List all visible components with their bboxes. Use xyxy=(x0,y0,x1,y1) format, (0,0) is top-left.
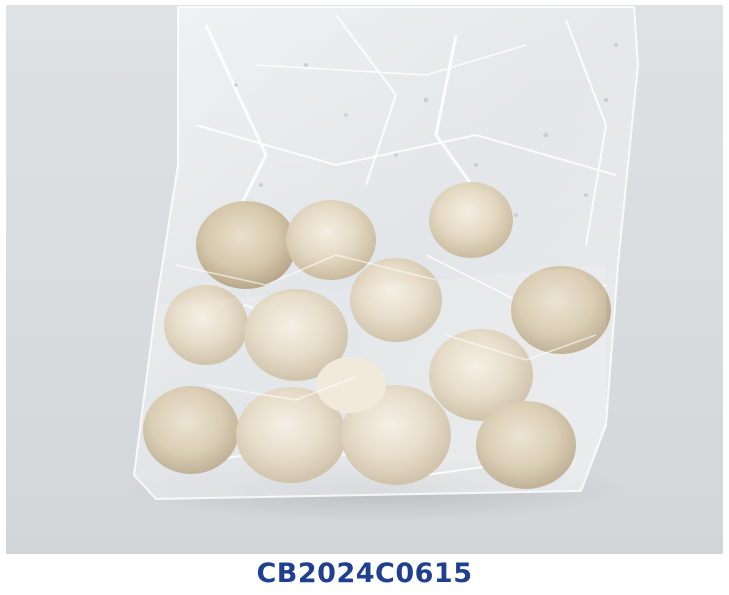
condensation-droplets xyxy=(234,43,618,217)
product-photo xyxy=(6,5,723,554)
food-pieces xyxy=(143,182,611,489)
photo-illustration xyxy=(126,6,640,522)
bag-front-creases xyxy=(175,254,597,401)
bag-front-gloss xyxy=(134,265,606,499)
sample-code-label: CB2024C0615 xyxy=(256,558,473,589)
